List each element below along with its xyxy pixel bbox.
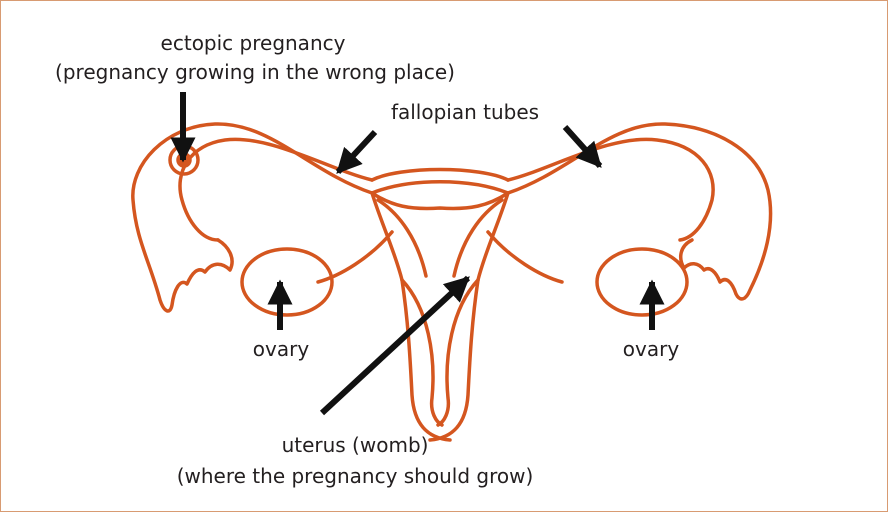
fallopian-arrow-left bbox=[338, 132, 375, 172]
right-ovary bbox=[597, 249, 687, 315]
uterus-body-left bbox=[372, 193, 450, 440]
left-fallopian-tube-outer bbox=[133, 124, 372, 311]
uterus-fundus-band bbox=[372, 182, 508, 193]
ovary-label-right: ovary bbox=[606, 337, 696, 361]
left-fallopian-tube-inner bbox=[180, 139, 372, 240]
uterus-fundus-top bbox=[372, 170, 508, 181]
uterus-title: uterus (womb) bbox=[230, 433, 480, 457]
uterus-fundus-lower bbox=[372, 193, 508, 208]
right-fallopian-tube-outer bbox=[508, 124, 771, 299]
uterus-body-right bbox=[430, 193, 508, 440]
right-fallopian-tube-inner bbox=[508, 139, 713, 240]
fallopian-tubes-label: fallopian tubes bbox=[376, 100, 554, 124]
ectopic-pregnancy-title: ectopic pregnancy bbox=[150, 31, 356, 55]
ectopic-pregnancy-description: (pregnancy growing in the wrong place) bbox=[10, 60, 500, 84]
ovary-label-left: ovary bbox=[236, 337, 326, 361]
uterus-description: (where the pregnancy should grow) bbox=[100, 464, 610, 488]
right-ovarian-ligament bbox=[488, 232, 562, 282]
